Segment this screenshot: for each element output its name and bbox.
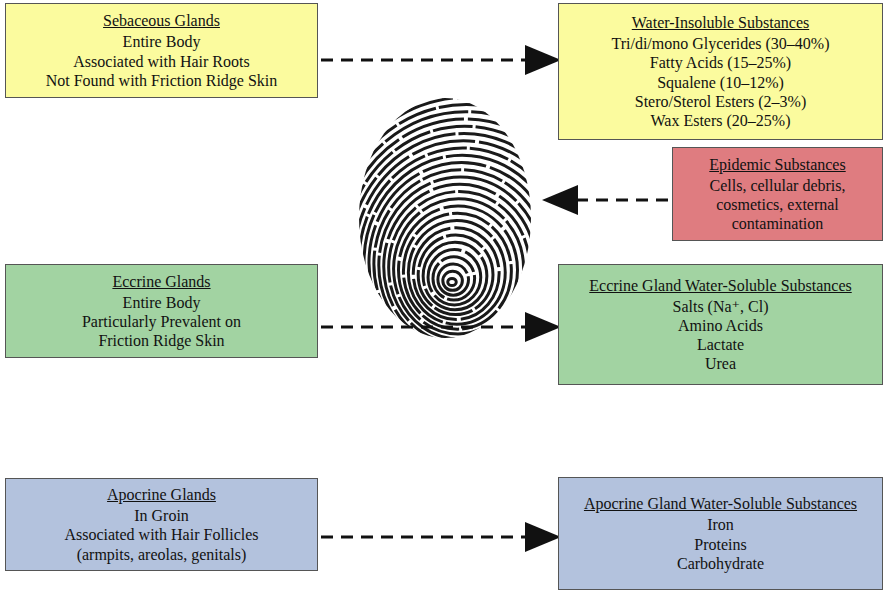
box-heading: Water-Insoluble Substances [632, 13, 809, 32]
box-line: Fatty Acids (15–25%) [650, 53, 791, 72]
ridge-line [344, 126, 585, 387]
box-line: Squalene (10–12%) [657, 73, 784, 92]
text-box: Apocrine Gland Water-Soluble SubstancesI… [558, 477, 883, 590]
box-heading: Epidemic Substances [709, 155, 845, 174]
text-box: Apocrine Glands In GroinAssociated with H… [5, 478, 318, 571]
box-heading: Eccrine Gland Water-Soluble Substances [589, 276, 851, 295]
ridge-line [369, 162, 554, 363]
ridge-line [403, 213, 511, 329]
ridge-line [389, 192, 530, 344]
box-line: In Groin [134, 506, 189, 525]
box-line: Amino Acids [678, 316, 763, 335]
box-line: Urea [705, 354, 736, 373]
box-line: Lactate [697, 335, 744, 354]
ridge-line [354, 141, 572, 378]
dashed-arrow [321, 326, 555, 329]
text-box: Eccrine Gland Water-Soluble SubstancesSa… [558, 264, 883, 385]
ridge-line [448, 279, 457, 286]
ridge-line [394, 199, 524, 339]
ridge-line [399, 206, 518, 334]
dashed-arrow [321, 536, 555, 539]
box-line: Cells, cellular debris, cosmetics, exter… [685, 176, 870, 234]
ridge-line [443, 271, 463, 290]
box-line: Entire Body [123, 32, 201, 51]
ridge-line [349, 134, 579, 383]
box-line: Carbohydrate [677, 554, 764, 573]
box-line: Wax Esters (20–25%) [650, 111, 790, 130]
ridge-line [428, 250, 481, 305]
text-box: Epidemic SubstancesCells, cellular debri… [672, 147, 883, 241]
ridge-line [418, 235, 493, 315]
box-line: Proteins [694, 535, 746, 554]
ridge-line [359, 148, 566, 373]
box-line: Associated with Hair Follicles (armpits,… [46, 525, 277, 563]
box-heading: Apocrine Gland Water-Soluble Substances [584, 494, 857, 513]
dashed-arrow [321, 59, 555, 62]
ridge-line [413, 228, 499, 320]
ridge-line [438, 264, 469, 295]
text-box: Water-Insoluble SubstancesTri/di/mono Gl… [558, 3, 883, 140]
ridge-line [374, 170, 548, 359]
ridge-line [423, 242, 487, 310]
box-heading: Eccrine Glands [112, 272, 210, 291]
box-line: Salts (Na⁺, Cl) [673, 297, 769, 316]
ridge-line [364, 155, 560, 368]
box-line: Tri/di/mono Glycerides (30–40%) [611, 34, 829, 53]
text-box: Eccrine GlandsEntire BodyParticularly Pr… [5, 264, 318, 358]
ridge-line [408, 221, 505, 325]
box-line: Not Found with Friction Ridge Skin [46, 71, 278, 90]
contamination-arrow [548, 199, 668, 202]
box-heading: Sebaceous Glands [103, 11, 220, 30]
ridge-line [339, 119, 591, 392]
box-line: Particularly Prevalent on Friction Ridge… [61, 312, 262, 350]
box-line: Associated with Hair Roots [73, 52, 249, 71]
box-heading: Apocrine Glands [107, 485, 216, 504]
ridge-line [433, 257, 475, 300]
box-line: Entire Body [123, 293, 201, 312]
box-line: Iron [707, 515, 734, 534]
text-box: Sebaceous GlandsEntire BodyAssociated wi… [5, 3, 318, 98]
ridge-line [384, 184, 536, 348]
box-line: Stero/Sterol Esters (2–3%) [635, 92, 807, 111]
